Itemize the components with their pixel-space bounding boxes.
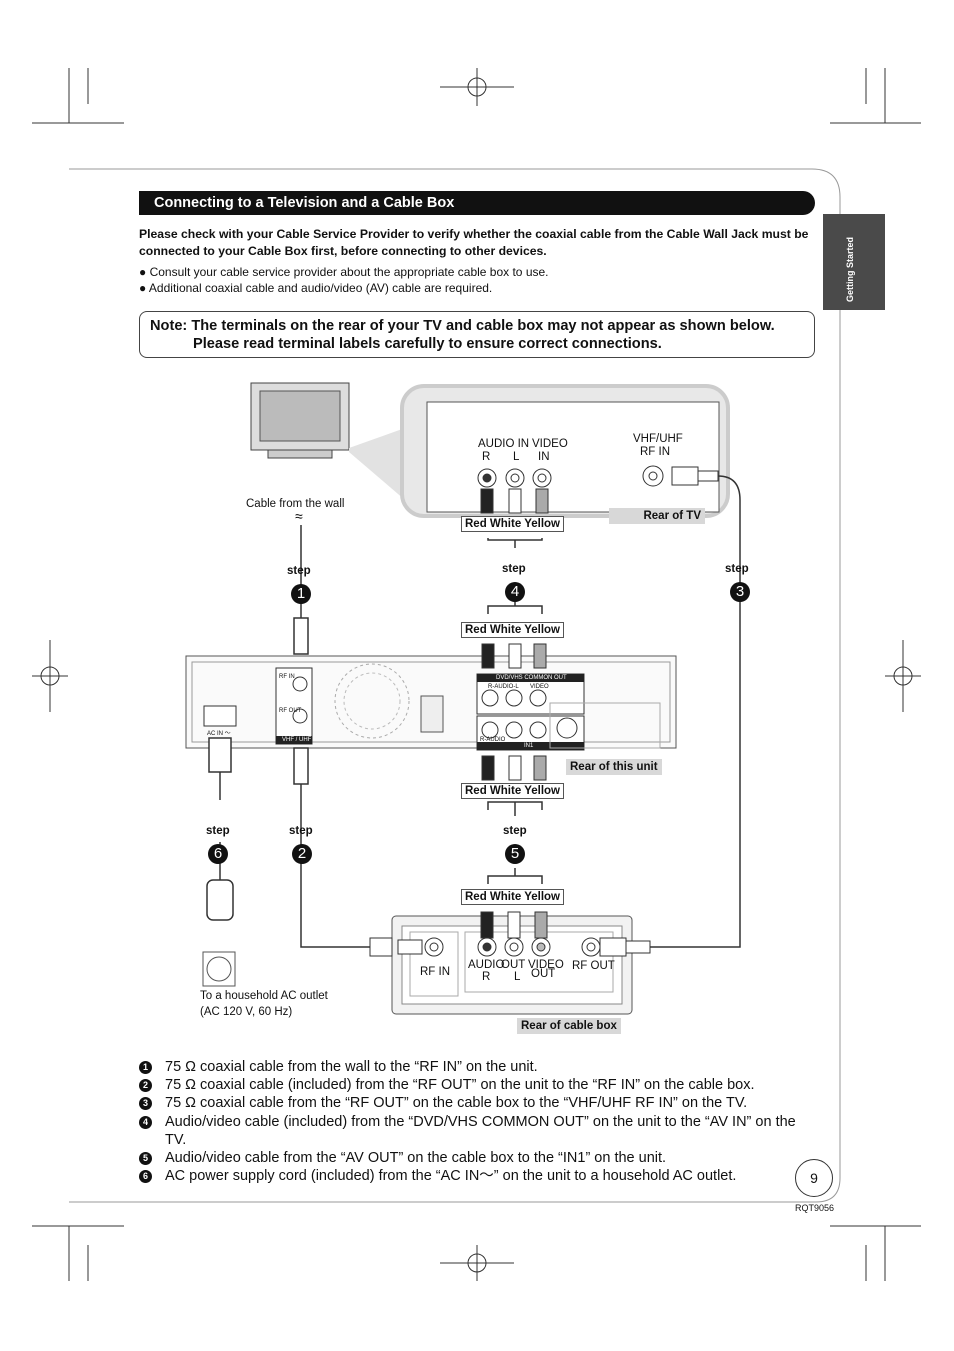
unit-ral-label: R-AUDIO-L bbox=[488, 684, 519, 690]
step-item: 3 75 Ω coaxial cable from the “RF OUT” on… bbox=[139, 1094, 829, 1112]
rwy-label-2: Red White Yellow bbox=[461, 622, 564, 638]
unit-ac-in-label: AC IN ～ bbox=[207, 731, 231, 737]
unit-video-label: VIDEO bbox=[530, 684, 549, 690]
tv-icon bbox=[250, 382, 350, 459]
rwy-label-3: Red White Yellow bbox=[461, 783, 564, 799]
tv-l-label: L bbox=[513, 451, 520, 463]
tv-rf-in-label: RF IN bbox=[640, 446, 671, 458]
tv-video-label: VIDEO bbox=[532, 438, 568, 450]
step-item: 1 75 Ω coaxial cable from the wall to the… bbox=[139, 1058, 829, 1076]
cb-r-label: R bbox=[482, 971, 491, 983]
unit-rf-in-label: RF IN bbox=[279, 674, 295, 680]
unit-raudio-label: R-AUDIO bbox=[480, 737, 506, 743]
rear-of-tv-label: Rear of TV bbox=[609, 508, 705, 524]
bullet-text: Additional coaxial cable and audio/video… bbox=[148, 281, 493, 295]
tv-rf-label: VHF/UHF bbox=[633, 433, 683, 445]
step-word-2: step bbox=[289, 825, 313, 837]
rear-of-unit-label: Rear of this unit bbox=[566, 759, 662, 775]
rwy-label-1: Red White Yellow bbox=[461, 516, 564, 532]
step-text: 75 Ω coaxial cable from the “RF OUT” on … bbox=[165, 1095, 748, 1112]
section-header: Connecting to a Television and a Cable B… bbox=[139, 191, 815, 215]
ac-in-socket bbox=[203, 705, 237, 727]
tv-audio-in-label: AUDIO IN bbox=[478, 438, 530, 450]
cb-rf-in-label: RF IN bbox=[420, 966, 451, 978]
unit-vhf-label: VHF / UHF bbox=[282, 737, 312, 743]
doc-code: RQT9056 bbox=[795, 1203, 835, 1213]
rear-of-cable-box-label: Rear of cable box bbox=[517, 1018, 621, 1034]
bullet-2: ● Additional coaxial cable and audio/vid… bbox=[139, 281, 493, 295]
tv-rear-panel bbox=[426, 401, 720, 513]
unit-fan-vent bbox=[334, 663, 410, 739]
cb-out-label: OUT bbox=[501, 959, 526, 971]
step-bullet: 1 bbox=[139, 1061, 152, 1074]
cb-l-label: L bbox=[514, 971, 521, 983]
unit-rf-out-label: RF OUT bbox=[279, 708, 302, 714]
step-number-3: 3 bbox=[730, 582, 750, 602]
outlet-label-2: (AC 120 V, 60 Hz) bbox=[200, 1006, 293, 1018]
section-title: Connecting to a Television and a Cable B… bbox=[154, 195, 455, 211]
cb-audio-label: AUDIO bbox=[468, 959, 505, 971]
step-word-5: step bbox=[503, 825, 527, 837]
rwy-label-4: Red White Yellow bbox=[461, 889, 564, 905]
outlet-label-1: To a household AC outlet bbox=[200, 990, 328, 1002]
cb-video-label: VIDEO bbox=[528, 959, 564, 971]
note-line-1: Note: The terminals on the rear of your … bbox=[150, 318, 775, 334]
callout-wedge bbox=[349, 428, 405, 500]
step-item: 4 Audio/video cable (included) from the “… bbox=[139, 1113, 805, 1149]
step-bullet: 2 bbox=[139, 1079, 152, 1093]
side-tab: Getting Started bbox=[823, 214, 885, 310]
unit-dvd-out-label: DVD/VHS COMMON OUT bbox=[496, 675, 567, 681]
step-number-6: 6 bbox=[208, 844, 228, 864]
step-word-6: step bbox=[206, 825, 230, 837]
note-box: Note: The terminals on the rear of your … bbox=[139, 311, 815, 358]
step-text: 75 Ω coaxial cable (included) from the “… bbox=[165, 1077, 755, 1094]
bullet-text: Consult your cable service provider abou… bbox=[149, 265, 549, 279]
step-word-3: step bbox=[725, 563, 749, 575]
svg-text:≈: ≈ bbox=[295, 508, 303, 524]
step-bullet: 4 bbox=[139, 1115, 152, 1129]
step-text: 75 Ω coaxial cable from the wall to the … bbox=[165, 1059, 538, 1075]
page-number: 9 bbox=[795, 1159, 833, 1197]
note-line-2: Please read terminal labels carefully to… bbox=[193, 336, 662, 352]
unit-in1-label: IN1 bbox=[524, 743, 534, 749]
step-word-1: step bbox=[287, 565, 311, 577]
step-item: 2 75 Ω coaxial cable (included) from the … bbox=[139, 1076, 829, 1094]
tv-video-in-label: IN bbox=[538, 451, 550, 463]
step-bullet: 5 bbox=[139, 1152, 152, 1166]
step-number-4: 4 bbox=[505, 582, 525, 602]
hdmi-port bbox=[420, 695, 444, 733]
step-number-5: 5 bbox=[505, 844, 525, 864]
step-bullet: 6 bbox=[139, 1170, 152, 1184]
step-number-1: 1 bbox=[291, 584, 311, 604]
step-item: 5 Audio/video cable from the “AV OUT” on … bbox=[139, 1149, 829, 1167]
bullet-1: ● Consult your cable service provider ab… bbox=[139, 265, 549, 279]
step-number-2: 2 bbox=[292, 844, 312, 864]
step-text: Audio/video cable from the “AV OUT” on t… bbox=[165, 1150, 667, 1167]
steps-list: 1 75 Ω coaxial cable from the wall to the… bbox=[139, 1058, 829, 1185]
tv-r-label: R bbox=[482, 451, 491, 463]
step-text: AC power supply cord (included) from the… bbox=[165, 1168, 737, 1185]
step-bullet: 3 bbox=[139, 1097, 152, 1111]
step-text: Audio/video cable (included) from the “D… bbox=[165, 1113, 796, 1148]
cable-from-wall-label: Cable from the wall bbox=[246, 498, 345, 510]
step-word-4: step bbox=[502, 563, 526, 575]
tv-jacks bbox=[477, 465, 664, 488]
cb-rf-out-label: RF OUT bbox=[572, 960, 615, 972]
step-item: 6 AC power supply cord (included) from th… bbox=[139, 1167, 829, 1185]
cb-video-out-label: OUT bbox=[531, 968, 556, 980]
intro-text: Please check with your Cable Service Pro… bbox=[139, 227, 809, 258]
